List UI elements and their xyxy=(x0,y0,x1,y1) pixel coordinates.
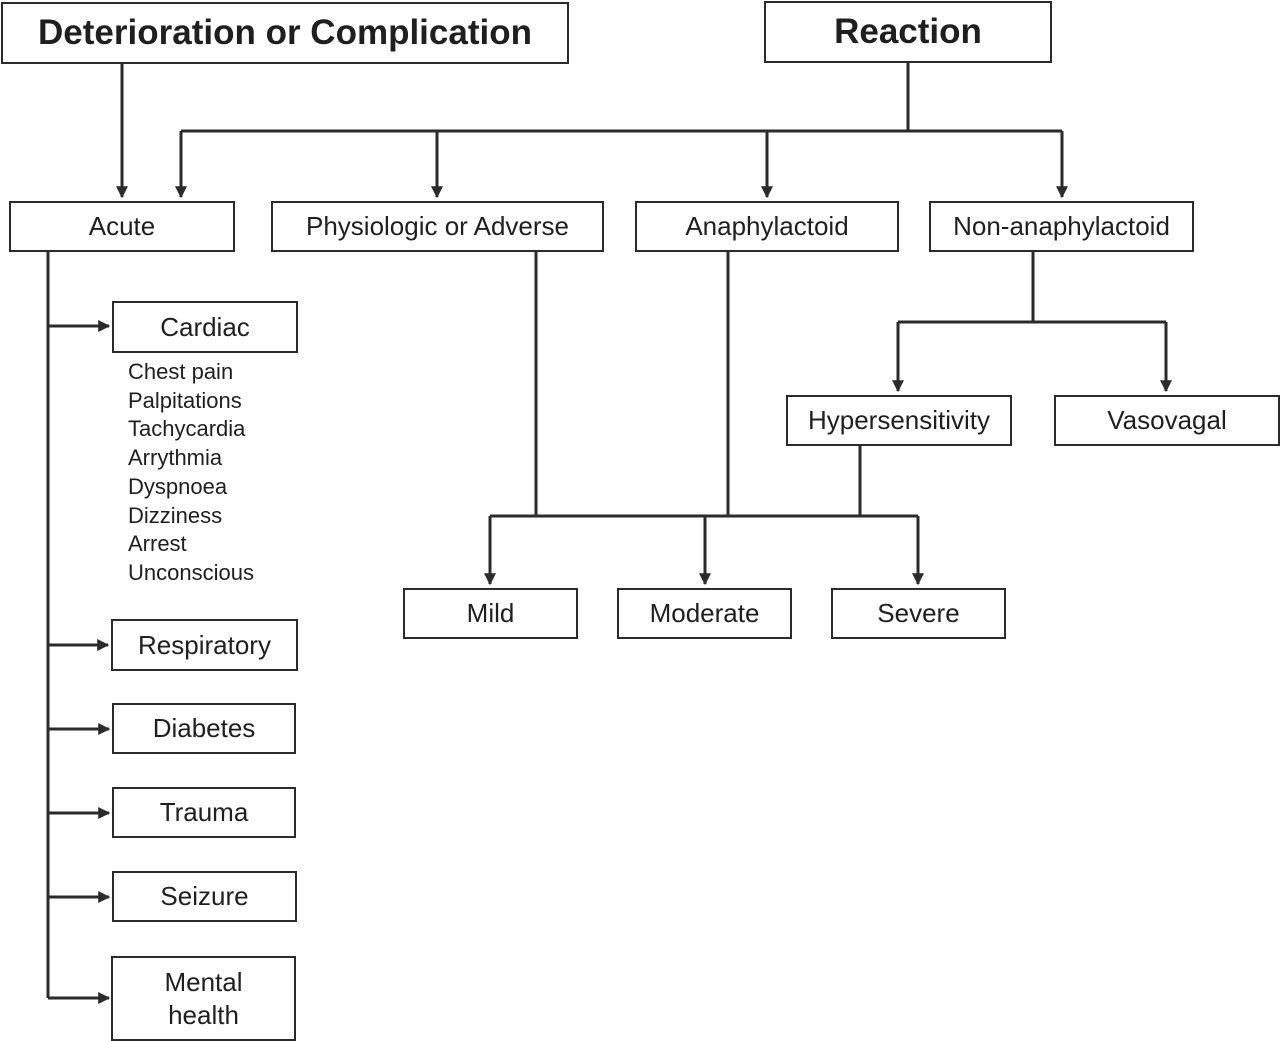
mild-box: Mild xyxy=(403,588,578,639)
cardiac-label: Cardiac xyxy=(160,311,250,342)
seizure-label: Seizure xyxy=(160,881,249,912)
trauma-box: Trauma xyxy=(112,787,296,838)
list-item: Dizziness xyxy=(128,502,223,528)
vasovagal-box: Vasovagal xyxy=(1054,395,1280,446)
non-anaphylactoid-box: Non-anaphylactoid xyxy=(929,201,1194,252)
severe-box: Severe xyxy=(831,588,1006,639)
deterioration-title-box: Deterioration or Complication xyxy=(1,2,569,64)
mental-health-box: Mental health xyxy=(111,956,296,1041)
physiologic-adverse-box: Physiologic or Adverse xyxy=(271,201,604,252)
diabetes-box: Diabetes xyxy=(112,703,296,754)
anaphylactoid-label: Anaphylactoid xyxy=(685,211,849,242)
diabetes-label: Diabetes xyxy=(152,713,256,744)
respiratory-label: Respiratory xyxy=(138,629,271,660)
anaphylactoid-box: Anaphylactoid xyxy=(635,201,899,252)
hypersensitivity-box: Hypersensitivity xyxy=(786,395,1012,446)
reaction-title: Reaction xyxy=(834,12,982,52)
deterioration-title: Deterioration or Complication xyxy=(38,13,532,53)
list-item: Arrest xyxy=(128,531,187,557)
list-item: Dyspnoea xyxy=(128,473,228,499)
list-item: Unconscious xyxy=(128,559,254,585)
mild-label: Mild xyxy=(466,598,515,629)
severe-label: Severe xyxy=(877,598,960,629)
acute-label: Acute xyxy=(88,211,156,242)
cardiac-symptom-list: Chest pain Palpitations Tachycardia Arry… xyxy=(128,358,254,588)
moderate-box: Moderate xyxy=(617,588,792,639)
reaction-title-box: Reaction xyxy=(764,1,1052,63)
list-item: Tachycardia xyxy=(128,416,246,442)
mental-health-label-line2: health xyxy=(168,999,239,1030)
acute-box: Acute xyxy=(9,201,235,252)
physiologic-adverse-label: Physiologic or Adverse xyxy=(305,211,570,242)
seizure-box: Seizure xyxy=(112,871,297,922)
moderate-label: Moderate xyxy=(649,598,760,629)
trauma-label: Trauma xyxy=(159,797,249,828)
cardiac-box: Cardiac xyxy=(112,301,298,353)
hypersensitivity-label: Hypersensitivity xyxy=(807,405,991,436)
mental-health-label-line1: Mental xyxy=(164,967,243,997)
respiratory-box: Respiratory xyxy=(111,619,298,671)
non-anaphylactoid-label: Non-anaphylactoid xyxy=(953,211,1170,242)
vasovagal-label: Vasovagal xyxy=(1107,405,1227,436)
list-item: Palpitations xyxy=(128,387,242,413)
list-item: Chest pain xyxy=(128,359,234,384)
list-item: Arrythmia xyxy=(128,445,223,471)
